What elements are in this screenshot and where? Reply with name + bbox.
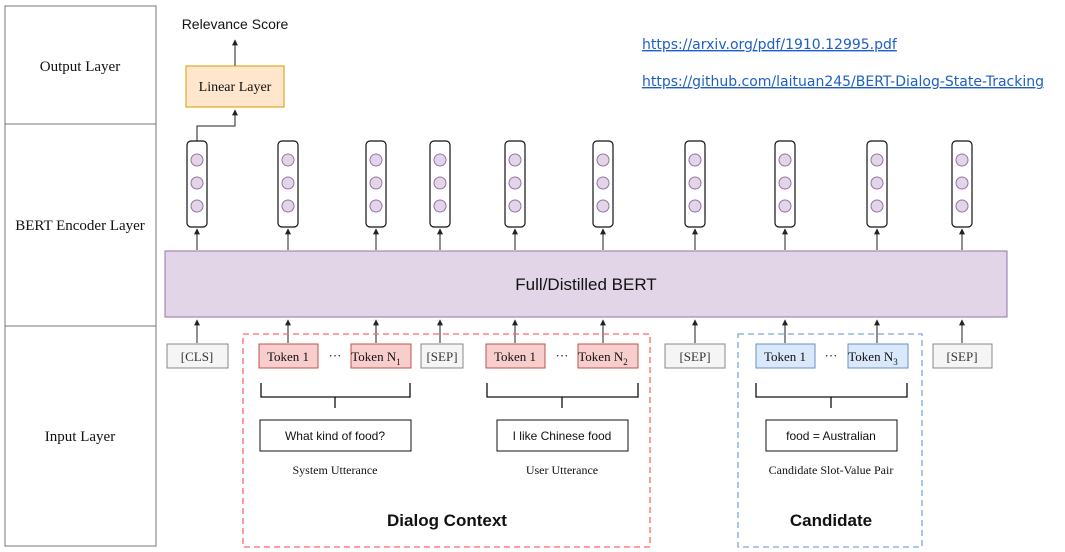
system-token-1: Token 1 <box>258 343 319 369</box>
sep-token-1-label: [SEP] <box>426 349 457 364</box>
user-token-n: Token N2 <box>577 343 639 369</box>
user-token-1: Token 1 <box>485 343 546 369</box>
user-brace <box>486 383 639 408</box>
encoder-vector <box>504 140 526 228</box>
user-token-n-sub: 2 <box>623 357 628 367</box>
output-layer-label: Output Layer <box>40 59 120 75</box>
svg-text:Token N1: Token N1 <box>351 349 400 367</box>
encoder-vector <box>277 140 299 228</box>
candidate-pair-box <box>765 419 898 452</box>
encoder-vector <box>684 140 706 228</box>
encoder-vector <box>951 140 973 228</box>
user-ellipsis: ··· <box>556 348 569 363</box>
bert-box <box>164 250 1008 318</box>
encoder-layer-cell <box>4 123 157 327</box>
encoder-layer-label: BERT Encoder Layer <box>15 218 145 234</box>
input-layer-label: Input Layer <box>45 429 115 445</box>
system-brace <box>260 383 411 408</box>
candidate-token-n-sub: 3 <box>893 357 898 367</box>
sep-token-3: [SEP] <box>932 343 993 369</box>
output-layer-cell <box>4 5 157 125</box>
candidate-token-n: Token N3 <box>847 343 909 369</box>
candidate-token-n-label: Token N <box>848 349 894 364</box>
candidate-group <box>737 333 923 548</box>
cls-to-linear-connector <box>196 109 238 141</box>
candidate-token-1: Token 1 <box>755 343 816 369</box>
encoder-vector <box>866 140 888 228</box>
encoder-vector <box>429 140 451 228</box>
user-token-1-label: Token 1 <box>494 349 536 364</box>
bert-label: Full/Distilled BERT <box>515 275 656 294</box>
user-utterance-label: User Utterance <box>526 463 598 477</box>
sep-token-1: [SEP] <box>420 343 464 369</box>
user-utterance-box <box>496 419 629 452</box>
user-token-n-label: Token N <box>578 349 624 364</box>
sep-token-3-label: [SEP] <box>946 349 977 364</box>
candidate-title: Candidate <box>790 511 872 530</box>
layer-column: Output Layer BERT Encoder Layer Input La… <box>4 5 157 547</box>
paper-link[interactable]: https://arxiv.org/pdf/1910.12995.pdf <box>642 37 898 53</box>
encoder-vectors <box>186 140 973 250</box>
input-arrows <box>194 319 965 343</box>
sep-token-2-label: [SEP] <box>679 349 710 364</box>
svg-text:Token N2: Token N2 <box>578 349 627 367</box>
candidate-pair-label: Candidate Slot-Value Pair <box>769 463 894 477</box>
encoder-vector <box>592 140 614 228</box>
candidate-token-1-label: Token 1 <box>764 349 806 364</box>
sep-token-2: [SEP] <box>664 343 726 369</box>
user-utterance-text: I like Chinese food <box>513 429 612 443</box>
candidate-ellipsis: ··· <box>825 348 838 363</box>
linear-layer-label: Linear Layer <box>199 80 272 95</box>
encoder-vector <box>774 140 796 228</box>
system-utterance-box <box>259 419 412 452</box>
system-token-1-label: Token 1 <box>267 349 309 364</box>
candidate-brace <box>755 383 908 408</box>
relevance-score-label: Relevance Score <box>182 16 289 32</box>
repo-link[interactable]: https://github.com/laituan245/BERT-Dialo… <box>642 74 1044 90</box>
dialog-context-title: Dialog Context <box>387 511 507 530</box>
svg-text:Token N3: Token N3 <box>848 349 898 367</box>
system-utterance-text: What kind of food? <box>285 429 385 443</box>
linear-layer-box <box>185 65 285 108</box>
system-token-n-sub: 1 <box>396 357 401 367</box>
candidate-pair-text: food = Australian <box>786 429 876 443</box>
input-layer-cell <box>4 325 157 547</box>
dialog-context-group <box>242 333 651 548</box>
system-token-n: Token N1 <box>350 343 412 369</box>
encoder-vector <box>186 140 208 228</box>
system-token-n-label: Token N <box>351 349 397 364</box>
system-utterance-label: System Utterance <box>293 463 378 477</box>
cls-token: [CLS] <box>166 343 229 369</box>
system-ellipsis: ··· <box>329 348 342 363</box>
cls-token-label: [CLS] <box>181 349 214 364</box>
encoder-vector <box>365 140 387 228</box>
